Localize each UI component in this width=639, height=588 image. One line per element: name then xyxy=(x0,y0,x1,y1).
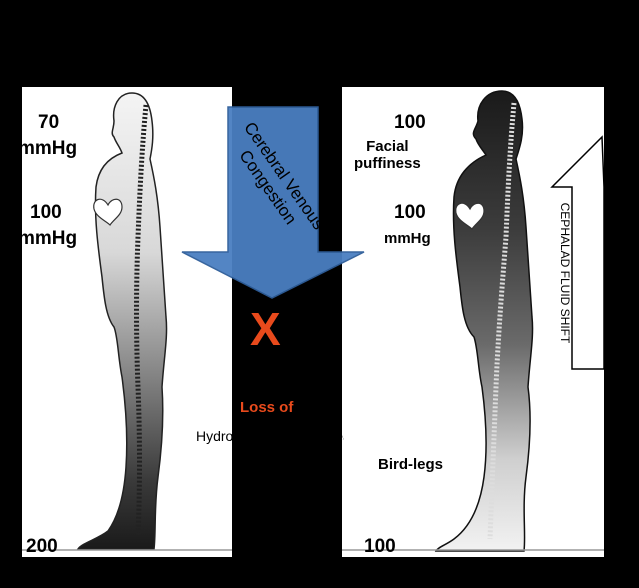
vein-column xyxy=(487,102,517,540)
right-feet-pressure: 100 xyxy=(364,536,396,557)
heart-icon xyxy=(93,198,123,226)
right-figure-panel: 100 Facial puffiness 100 mmHg Bird-legs … xyxy=(342,87,604,557)
left-head-pressure: 70 xyxy=(38,112,60,133)
right-head-pressure: 100 xyxy=(394,112,426,133)
left-heart-pressure: 100 xyxy=(30,202,62,223)
heart-icon xyxy=(455,202,485,230)
body-silhouette xyxy=(434,90,534,552)
blocked-x-icon: X xyxy=(250,303,281,355)
right-heart-pressure: 100 xyxy=(394,202,426,223)
left-feet-pressure: 200 xyxy=(26,536,58,557)
cephalad-shift-up-arrow-icon xyxy=(550,135,604,370)
cerebral-congestion-label: Cerebral Venous Congestion xyxy=(235,118,329,234)
vein-column xyxy=(134,104,149,538)
loss-label-line2: Hydrostatic Gradient Leakage xyxy=(196,428,344,444)
body-silhouette xyxy=(76,92,168,550)
left-heart-unit: mmHg xyxy=(22,228,78,249)
left-figure-panel: 70 mmHg 100 mmHg 200 xyxy=(22,87,232,557)
cephalad-shift-label: CEPHALAD FLUID SHIFT xyxy=(558,202,572,344)
loss-label-line1: Loss of xyxy=(240,399,294,416)
right-heart-unit: mmHg xyxy=(384,230,431,247)
right-legs-note: Bird-legs xyxy=(378,456,444,473)
standing-body-gravity-illustration xyxy=(22,92,232,551)
left-head-unit: mmHg xyxy=(22,138,78,159)
right-head-note: Facial puffiness xyxy=(354,138,421,172)
microgravity-body-illustration xyxy=(342,90,604,552)
